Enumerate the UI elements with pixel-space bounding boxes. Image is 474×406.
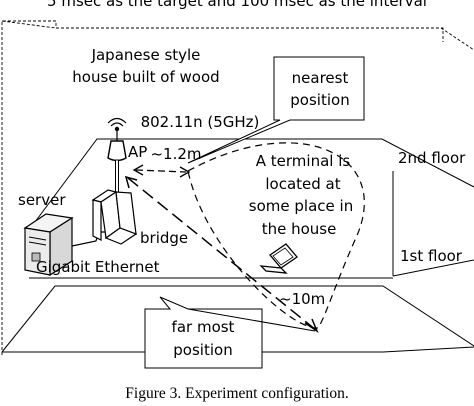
nearest-callout: nearest position <box>187 56 365 164</box>
house-label-line2: house built of wood <box>72 68 219 86</box>
bridge-label: bridge <box>140 229 188 247</box>
distance-near-label: ~1.2m <box>150 145 201 163</box>
terminal-label-line1: A terminal is <box>256 152 351 170</box>
nearest-label-line1: nearest <box>292 69 349 87</box>
ethernet-label: Gigabit Ethernet <box>36 258 160 276</box>
antenna-icon <box>107 117 127 141</box>
nearest-label-line2: position <box>290 91 349 109</box>
floor-2nd-label: 2nd floor <box>398 149 466 167</box>
distance-far-label: ~10m <box>279 290 325 308</box>
bridge-icon <box>91 189 138 245</box>
laptop-icon <box>259 243 298 274</box>
terminal-loop <box>187 142 365 329</box>
terminal-label-line4: the house <box>262 220 337 238</box>
figure-caption: Figure 3. Experiment configuration. <box>125 385 348 402</box>
far-callout: far most position <box>144 296 316 369</box>
ap-label: AP <box>128 143 147 161</box>
terminal-label-line2: located at <box>265 175 340 193</box>
access-point-icon <box>107 140 127 193</box>
far-arrow <box>124 175 319 333</box>
near-arrow <box>132 164 191 178</box>
far-label-line2: position <box>173 341 232 359</box>
wifi-label: 802.11n (5GHz) <box>141 113 260 131</box>
server-label: server <box>18 191 66 209</box>
top-cut-text: 5 msec as the target and 100 msec as the… <box>47 0 427 10</box>
server-icon <box>23 213 74 277</box>
far-label-line1: far most <box>172 318 235 336</box>
terminal-label-line3: some place in <box>249 197 353 215</box>
house-outline <box>1 20 474 355</box>
floor-1st-label: 1st floor <box>400 247 463 265</box>
house-label-line1: Japanese style <box>91 46 201 64</box>
